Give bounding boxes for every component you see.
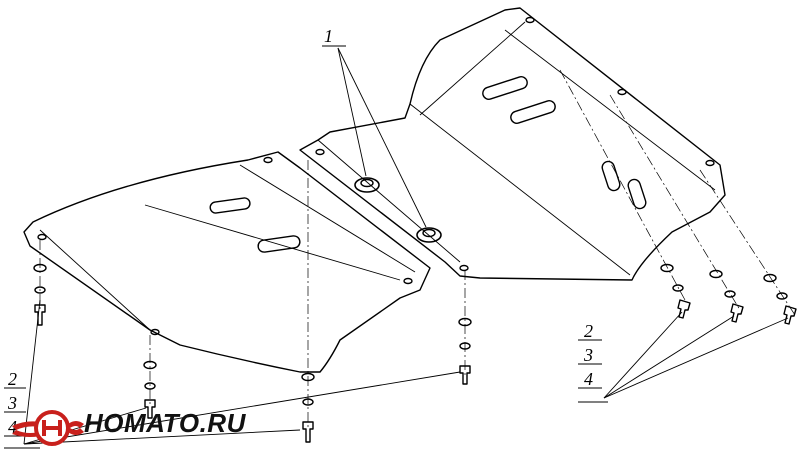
callout-left-3: 3	[7, 393, 17, 413]
right-skid-plate	[299, 7, 726, 281]
callout-left-2: 2	[8, 369, 17, 389]
callout-1: 1	[324, 26, 333, 46]
logo-emblem	[12, 410, 84, 446]
callout-right-3: 3	[583, 345, 593, 365]
callout-right-2: 2	[584, 321, 593, 341]
leader-lines	[4, 45, 789, 449]
callout-right-4: 4	[584, 369, 593, 389]
fastener-set	[33, 263, 797, 443]
grommet	[416, 227, 442, 243]
logo-text: НОМАТО.RU	[84, 408, 246, 438]
grommet	[354, 177, 380, 193]
left-skid-plate	[23, 151, 431, 373]
callout-left-4: 4	[8, 417, 17, 437]
center-lines	[39, 69, 796, 430]
